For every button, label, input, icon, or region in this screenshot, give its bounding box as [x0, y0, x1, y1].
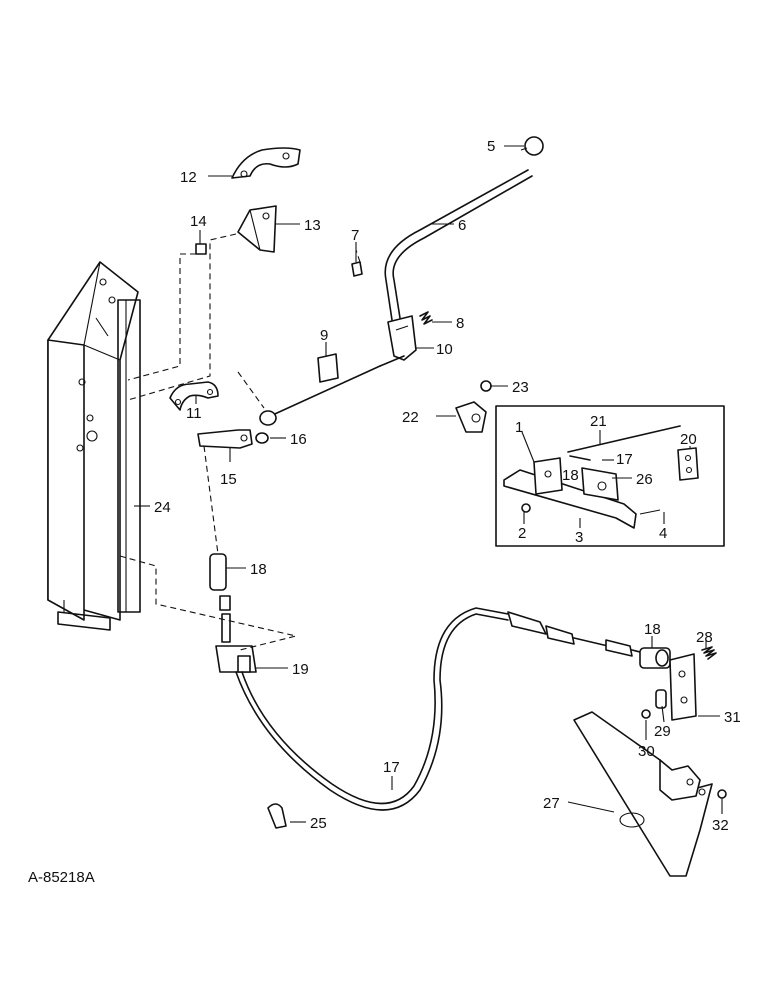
part-17-control-cable — [235, 607, 657, 811]
callout-10: 10 — [436, 341, 453, 358]
part-29-pin — [655, 689, 667, 709]
part-19-cable-clamp — [215, 595, 257, 673]
callout-3: 3 — [575, 529, 583, 546]
assembly-lines — [119, 233, 361, 651]
callout-20: 20 — [680, 431, 697, 448]
callout-18-sleeve: 18 — [250, 561, 267, 578]
callout-27: 27 — [543, 795, 560, 812]
callout-31: 31 — [724, 709, 741, 726]
part-14-clip — [195, 243, 207, 255]
part-18-rod-end — [639, 647, 671, 669]
callout-17-inset: 17 — [616, 451, 633, 468]
callout-4: 4 — [659, 525, 667, 542]
callout-29: 29 — [654, 723, 671, 740]
part-11-strap — [169, 381, 219, 411]
part-22-housing — [455, 401, 487, 433]
callout-14: 14 — [190, 213, 207, 230]
part-23-nut — [480, 380, 492, 392]
callout-labels: 1 2 3 4 5 6 7 8 9 10 11 12 13 14 15 16 1… — [154, 138, 741, 834]
callout-leaders — [134, 145, 723, 823]
callout-28: 28 — [696, 629, 713, 646]
part-12-handle-bracket — [231, 147, 301, 179]
part-7-pin — [351, 261, 363, 277]
callout-13: 13 — [304, 217, 321, 234]
part-31-plate — [669, 653, 697, 721]
part-24-support-column — [47, 261, 141, 631]
callout-19: 19 — [292, 661, 309, 678]
figure-reference: A-85218A — [28, 869, 95, 886]
part-10-lever-bracket — [379, 315, 417, 367]
part-32-bolt — [717, 789, 727, 810]
callout-25: 25 — [310, 815, 327, 832]
callout-30: 30 — [638, 743, 655, 760]
callout-26: 26 — [636, 471, 653, 488]
part-6-shift-rod — [384, 169, 533, 321]
part-16-bushing — [255, 410, 277, 444]
callout-23: 23 — [512, 379, 529, 396]
part-18-sleeve — [209, 553, 227, 591]
part-9-plate — [317, 353, 339, 383]
callout-15: 15 — [220, 471, 237, 488]
callout-21: 21 — [590, 413, 607, 430]
callout-18-rod-end: 18 — [644, 621, 661, 638]
callout-7: 7 — [351, 227, 359, 244]
callout-5: 5 — [487, 138, 495, 155]
callout-8: 8 — [456, 315, 464, 332]
callout-2: 2 — [518, 525, 526, 542]
linkage-rod — [265, 365, 381, 419]
part-15-arm — [197, 429, 253, 449]
callout-9: 9 — [320, 327, 328, 344]
part-30-washer — [641, 709, 651, 719]
callout-18-inset: 18 — [562, 467, 579, 484]
inset-detail — [495, 405, 725, 547]
callout-12: 12 — [180, 169, 197, 186]
part-8-spring — [419, 311, 433, 325]
part-27-mounting-plate — [573, 711, 713, 877]
part-13-pivot-bracket — [237, 205, 277, 253]
part-28-spring — [701, 646, 717, 660]
callout-17-main: 17 — [383, 759, 400, 776]
callout-1: 1 — [515, 419, 523, 436]
callout-16: 16 — [290, 431, 307, 448]
part-25-clip — [267, 803, 287, 829]
callout-11: 11 — [186, 405, 202, 422]
callout-22: 22 — [402, 409, 419, 426]
callout-32: 32 — [712, 817, 729, 834]
part-5-knob — [520, 136, 544, 156]
callout-6: 6 — [458, 217, 466, 234]
callout-24: 24 — [154, 499, 171, 516]
